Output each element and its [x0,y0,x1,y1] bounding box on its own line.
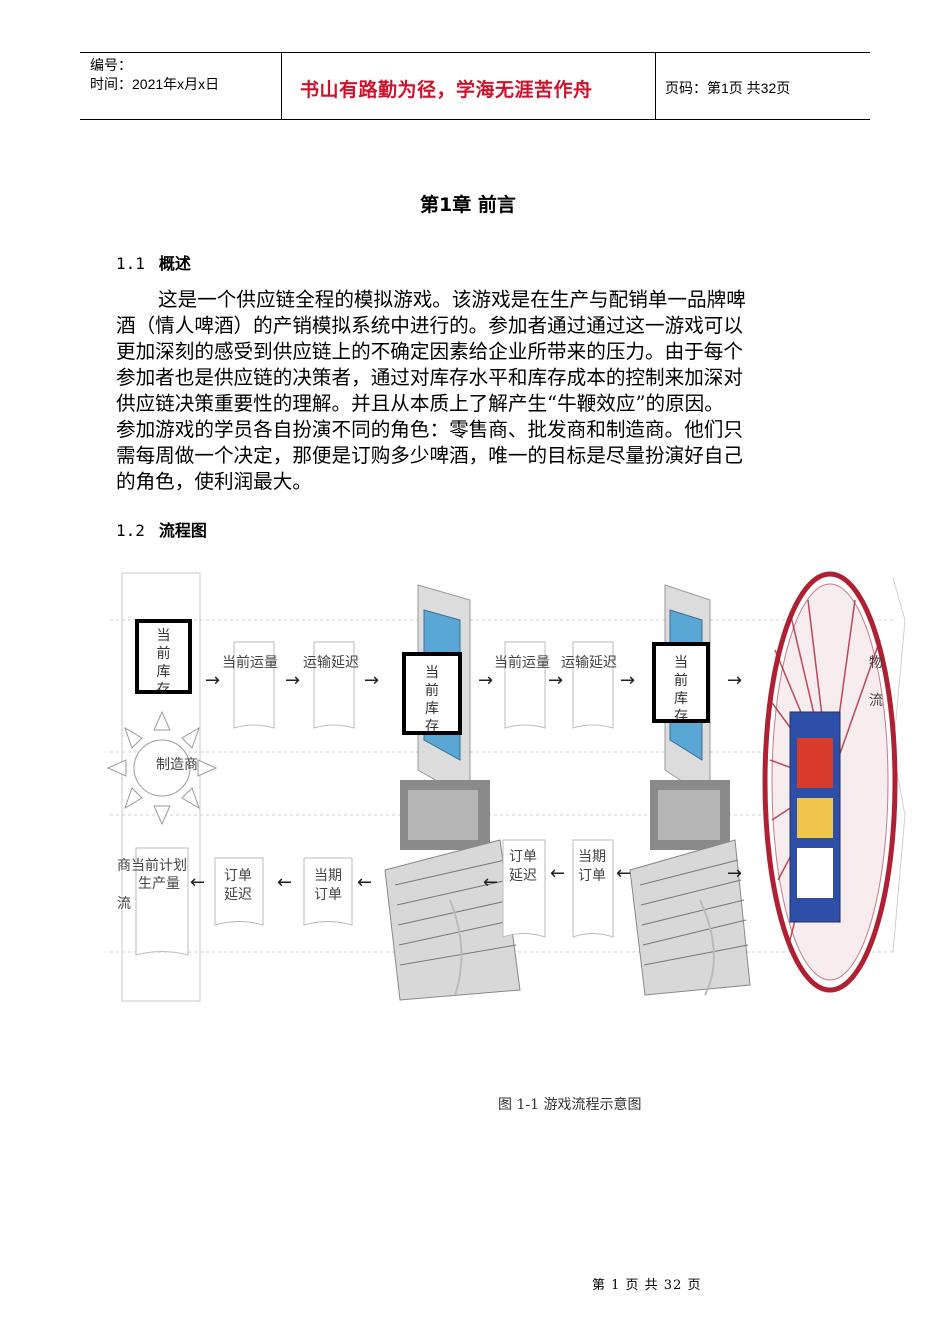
chapter-title: 第1章 前言 [420,194,516,216]
arrow-right-icon: → [285,670,301,691]
section-number: 1.1 [116,254,145,273]
order-delay-label: 延迟 [509,868,537,884]
header-top-rule [80,52,870,53]
header-divider [281,52,282,120]
paragraph-line: 参加者也是供应链的决策者，通过对库存水平和库存成本的控制来加深对 [116,366,743,389]
shipping-delay-label: 运输延迟 [561,655,617,671]
business-flow-label: 流 [117,896,131,912]
arrow-right-icon: → [205,670,221,691]
arrow-right-icon: → [727,670,743,691]
serial-number-label: 编号： [90,57,132,73]
planned-production-label: 当前计划 [131,858,187,874]
business-flow-label: 商 [117,858,131,874]
order-delay-label: 订单 [509,849,537,865]
logistics-label: 物 [869,655,883,671]
figure-caption: 图 1-1 游戏流程示意图 [498,1097,642,1113]
logistics-label: 流 [869,693,883,709]
paragraph-line: 的角色，使利润最大。 [116,470,312,493]
inventory-box: 当 前 库 存 [652,642,710,723]
section-number: 1.2 [116,521,145,540]
arrow-right-icon: → [478,670,494,691]
arrow-right-icon: → [548,670,564,691]
section-title: 流程图 [158,521,207,540]
computer-icon [384,584,521,1001]
section-title: 概述 [158,254,191,273]
paragraph-line: 这是一个供应链全程的模拟游戏。该游戏是在生产与配销单一品牌啤 [158,288,746,311]
inventory-box: 当 前 库 存 [402,652,462,735]
order-delay-label: 延迟 [224,887,252,903]
arrow-left-icon: ← [277,872,293,893]
current-shipment-label: 当前运量 [494,655,550,671]
inventory-box: 当 前 库 存 [135,619,192,694]
arrow-right-icon: → [620,670,636,691]
shipping-delay-label: 运输延迟 [303,655,359,671]
arrow-left-icon: ← [357,872,373,893]
arrow-left-icon: ← [616,863,632,884]
current-order-label: 当期 [578,849,606,865]
arrow-left-icon: ← [190,872,206,893]
paragraph-line: 参加游戏的学员各自扮演不同的角色：零售商、批发商和制造商。他们只 [116,418,743,441]
overview-paragraph: 这是一个供应链全程的模拟游戏。该游戏是在生产与配销单一品牌啤 酒（情人啤酒）的产… [116,287,746,495]
header-divider [655,52,656,120]
header-bottom-rule [80,119,870,120]
manufacturer-label: 制造商 [156,757,198,773]
current-order-label: 订单 [314,887,342,903]
arrow-right-icon: → [364,670,380,691]
arrow-right-icon: → [727,863,743,884]
inventory-label: 当 前 库 存 [425,665,439,735]
inventory-label: 当 前 库 存 [674,655,688,723]
page-footer: 第 1 页 共 32 页 [592,1278,702,1293]
order-delay-label: 订单 [224,868,252,884]
header-motto: 书山有路勤为径，学海无涯苦作舟 [300,79,593,101]
current-order-label: 订单 [578,868,606,884]
sun-icon [106,710,218,826]
current-order-label: 当期 [314,868,342,884]
paragraph-line: 供应链决策重要性的理解。并且从本质上了解产生“牛鞭效应”的原因。 [116,392,724,415]
current-shipment-label: 当前运量 [222,655,278,671]
inventory-label: 当 前 库 存 [156,628,171,694]
beer-brand-disc-icon [762,571,898,993]
page-info: 页码：第1页 共32页 [665,80,791,96]
paragraph-line: 更加深刻的感受到供应链上的不确定因素给企业所带来的压力。由于每个 [116,340,743,363]
paragraph-line: 酒（情人啤酒）的产销模拟系统中进行的。参加者通过通过这一游戏可以 [116,314,743,337]
planned-production-label: 生产量 [138,876,180,892]
arrow-left-icon: ← [550,863,566,884]
section-heading: 1.1 概述 [116,250,191,274]
section-heading: 1.2 流程图 [116,517,207,541]
arrow-left-icon: ← [483,872,499,893]
time-label: 时间：2021年x月x日 [90,76,220,92]
paragraph-line: 需每周做一个决定，那便是订购多少啤酒，唯一的目标是尽量扮演好自己 [116,444,743,467]
